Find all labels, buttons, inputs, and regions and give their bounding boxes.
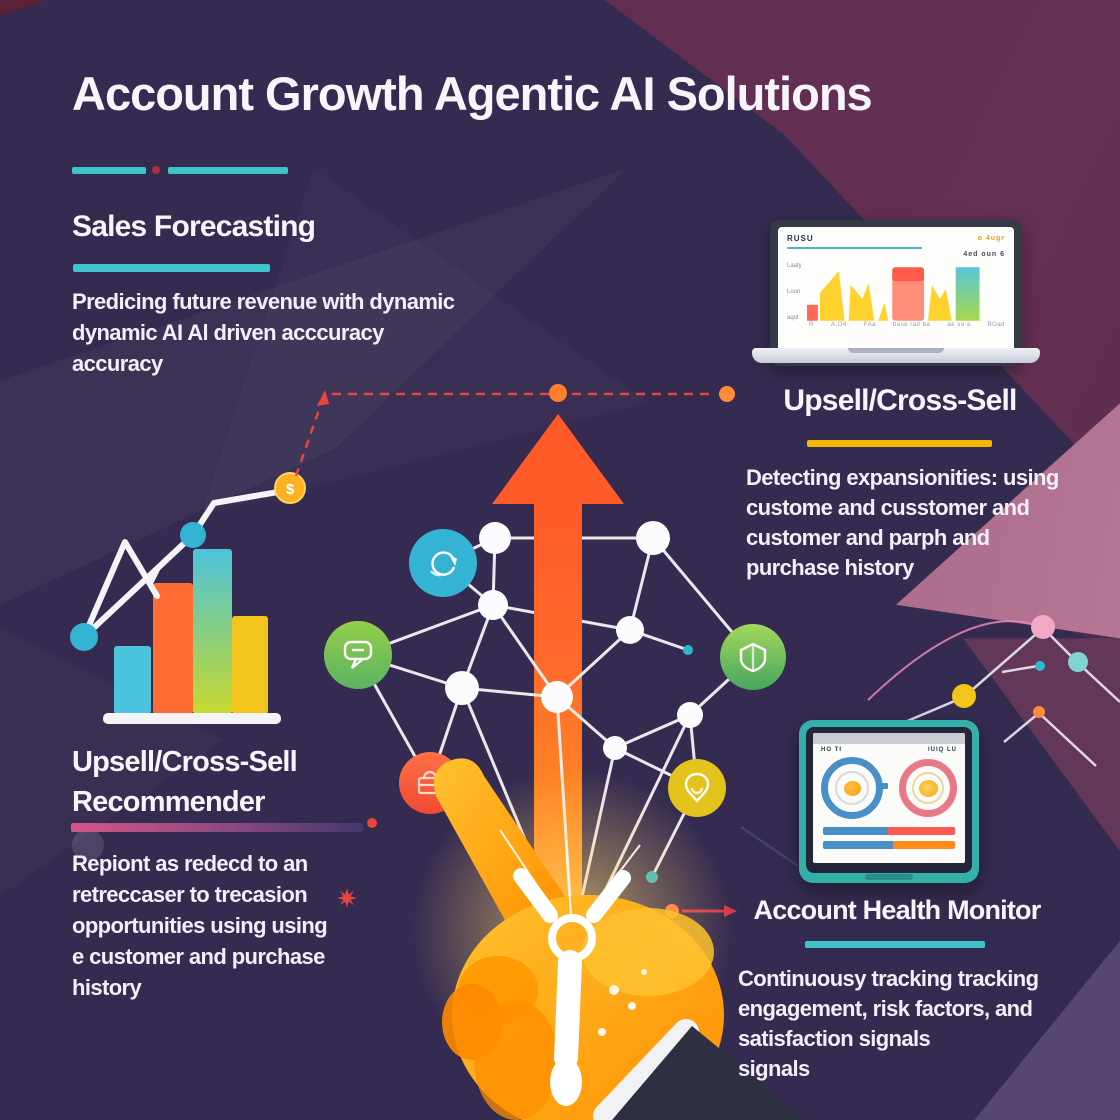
account-health-body: Continuousy tracking tracking engagement… [738,966,1039,1081]
laptop-screen: RUSU o 4ugr 4ed oun 6 Laaty Loun aqut [778,227,1014,358]
laptop-mini-chart [806,267,980,321]
sparkle-burst-icon [337,888,357,908]
sales-forecasting-body: Predicing future revenue with dynamic dy… [72,289,455,376]
feature-node-shield [720,624,786,690]
cuff [593,1019,699,1120]
teal-mini-node [683,645,693,655]
tablet-screen: HO TI IUIQ LU [813,733,965,863]
tablet-label-right: IUIQ LU [928,747,957,753]
guide-dot-right [719,386,735,402]
laptop-base [752,348,1040,363]
trend-node-mid [180,522,206,548]
upsell-heading: Upsell/Cross-Sell [783,384,1017,417]
sales-forecasting-underline [73,264,270,272]
recommender-heading: Upsell/Cross-Sell Recommender [72,746,298,818]
sync-cycle-icon [430,551,457,577]
feature-node-pin [668,759,726,817]
shield-icon [739,642,767,673]
feature-node-chat [324,621,392,689]
account-health-heading: Account Health Monitor [753,895,1042,925]
feature-node-sync [409,529,477,597]
title-underline-dot [152,166,160,174]
tablet-topbar [813,733,965,744]
laptop-screen-link: o 4ugr [977,235,1005,242]
glow-glyph-foot [550,1058,582,1106]
right-constellation [867,615,1120,767]
upsell-body: Detecting expansionities: using custome … [746,465,1059,580]
sleeve [612,1026,806,1120]
constellation-node-yellow [952,684,976,708]
sales-forecasting-heading: Sales Forecasting [72,210,316,243]
laptop-screen-title: RUSU [787,234,814,243]
constellation-dot-teal [1035,661,1045,671]
chart-baseline [103,713,281,724]
title-underline-2 [168,167,288,174]
lens-flare [72,829,104,861]
dashed-guide-lines [294,384,735,477]
tablet-notch [865,874,913,880]
upsell-underline [807,440,992,447]
dashed-arrowhead [317,390,329,406]
title-underline-1 [72,167,146,174]
page-title: Account Growth Agentic AI Solutions [72,67,873,120]
pointing-hand [412,758,806,1120]
constellation-dot-orange [1033,706,1045,718]
tablet-bars [823,827,955,849]
red-dot [367,818,377,828]
tablet-bar-2 [823,841,955,849]
glow-glyph [513,868,631,1070]
gauge-blue [821,757,888,819]
location-pin-icon [684,772,710,803]
dollar-node: $ [274,472,306,504]
tablet-bar-1 [823,827,955,835]
trend-node-left [70,623,98,651]
tablet-device: HO TI IUIQ LU [799,720,979,883]
recommender-underline [71,823,363,832]
gauge-pink [899,759,957,817]
constellation-node-pink [1031,615,1055,639]
recommender-body: Repiont as redecd to an retreccaser to t… [72,851,328,1000]
hand-sparkle-dots [598,969,647,1036]
growth-bar-chart: $ [70,472,306,724]
laptop-y-axis: Laaty Loun aqut [787,263,802,321]
network-nodes [445,521,703,760]
laptop-divider [787,247,923,249]
laptop-x-axis: R A.O4 FAa base rad ba ae so a BOad [809,322,1005,328]
svg-text:$: $ [286,481,295,498]
constellation-node-teal [1068,652,1088,672]
guide-dot-center [549,384,567,402]
account-health-underline [805,941,985,948]
tablet-label-left: HO TI [821,747,842,753]
trend-arrowhead [146,566,162,586]
chat-bubble-icon [343,640,373,669]
laptop-legend: 4ed oun 6 [963,251,1005,258]
laptop-device: RUSU o 4ugr 4ed oun 6 Laaty Loun aqut [752,220,1040,366]
